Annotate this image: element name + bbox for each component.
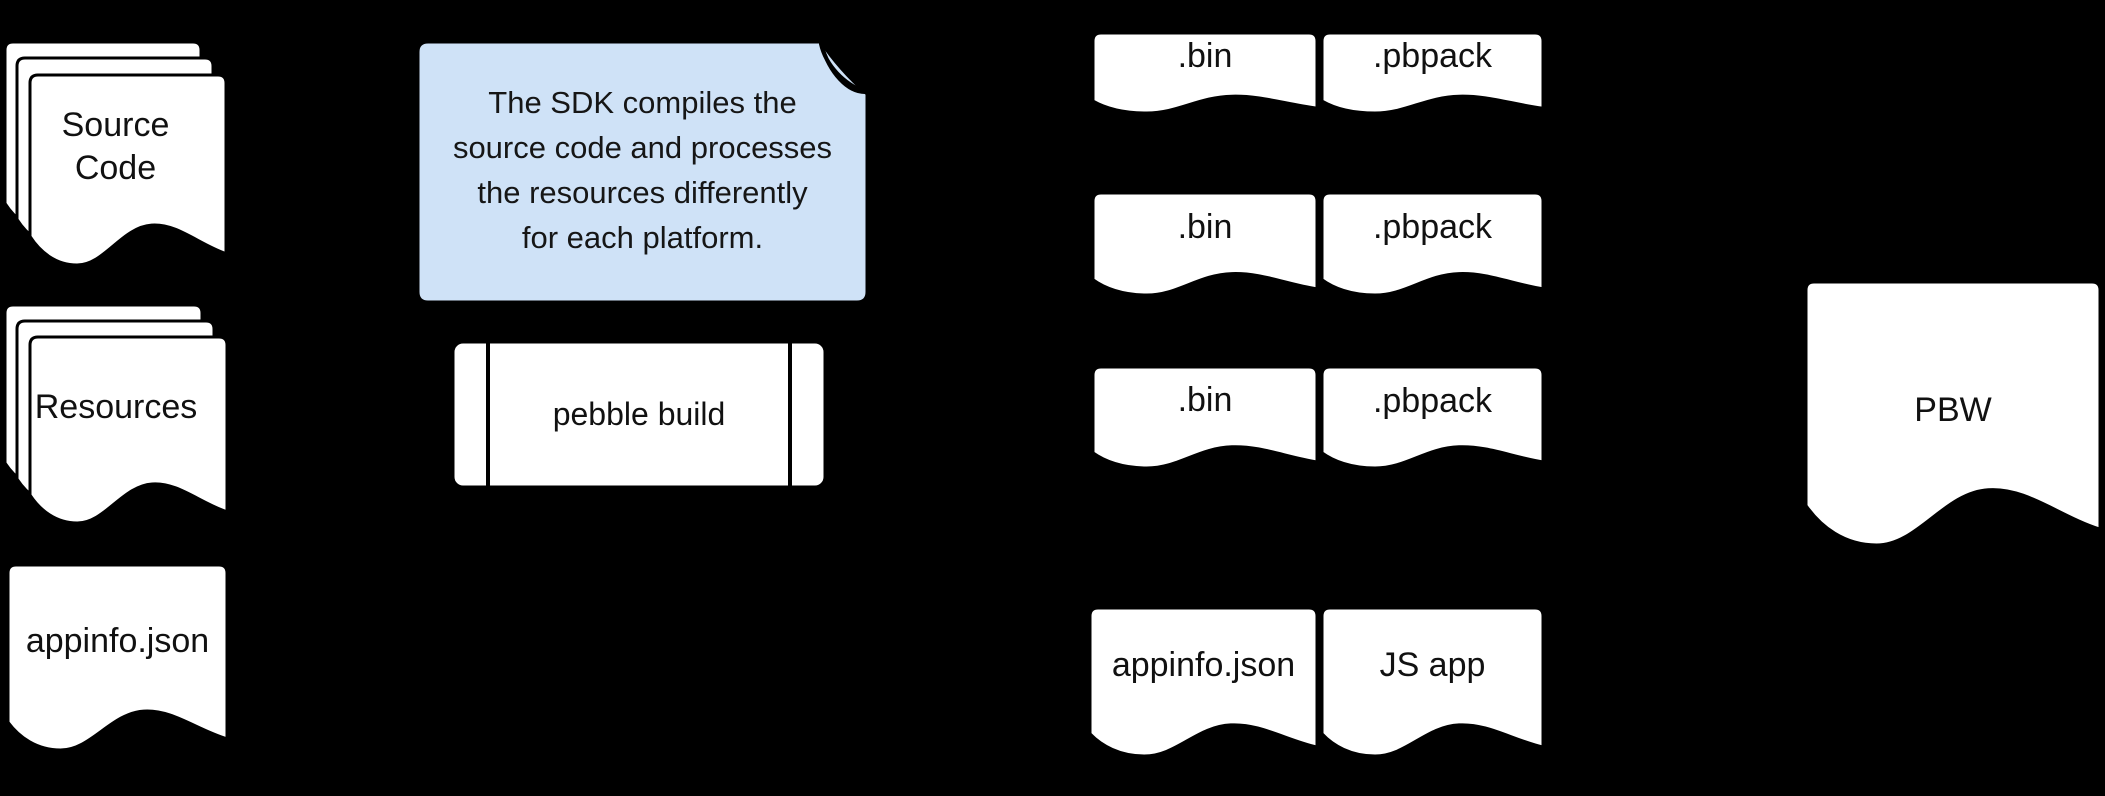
pbpack-doc-row3: .pbpack [1320, 365, 1545, 470]
pbpack-doc-row2: .pbpack [1320, 191, 1545, 297]
document-shape [1804, 280, 2102, 547]
sdk-note: The SDK compiles the source code and pro… [416, 40, 869, 304]
document-shape [1320, 31, 1545, 115]
appinfo-json-output-doc: appinfo.json [1088, 606, 1319, 758]
source-code-doc-stack: Source Code [3, 40, 228, 267]
document-shape-front [28, 73, 228, 267]
document-shape [1320, 606, 1545, 758]
document-shape [1320, 191, 1545, 297]
bin-doc-row2: .bin [1091, 191, 1319, 297]
pebble-build-process: pebble build [451, 340, 827, 489]
js-app-doc: JS app [1320, 606, 1545, 758]
bin-doc-row3: .bin [1091, 365, 1319, 470]
document-shape [1088, 606, 1319, 758]
document-shape-front [28, 335, 229, 525]
document-shape [6, 563, 229, 752]
note-fold-corner [819, 42, 867, 94]
process-shape [451, 340, 827, 489]
pbw-doc: PBW [1804, 280, 2102, 547]
note-body [416, 40, 869, 304]
document-shape [1091, 191, 1319, 297]
document-shape [1091, 31, 1319, 115]
resources-doc-stack: Resources [3, 303, 229, 525]
document-shape [1320, 365, 1545, 470]
bin-doc-row1: .bin [1091, 31, 1319, 115]
document-shape [1091, 365, 1319, 470]
note-shape [416, 40, 869, 304]
pbpack-doc-row1: .pbpack [1320, 31, 1545, 115]
appinfo-json-input-doc: appinfo.json [6, 563, 229, 752]
